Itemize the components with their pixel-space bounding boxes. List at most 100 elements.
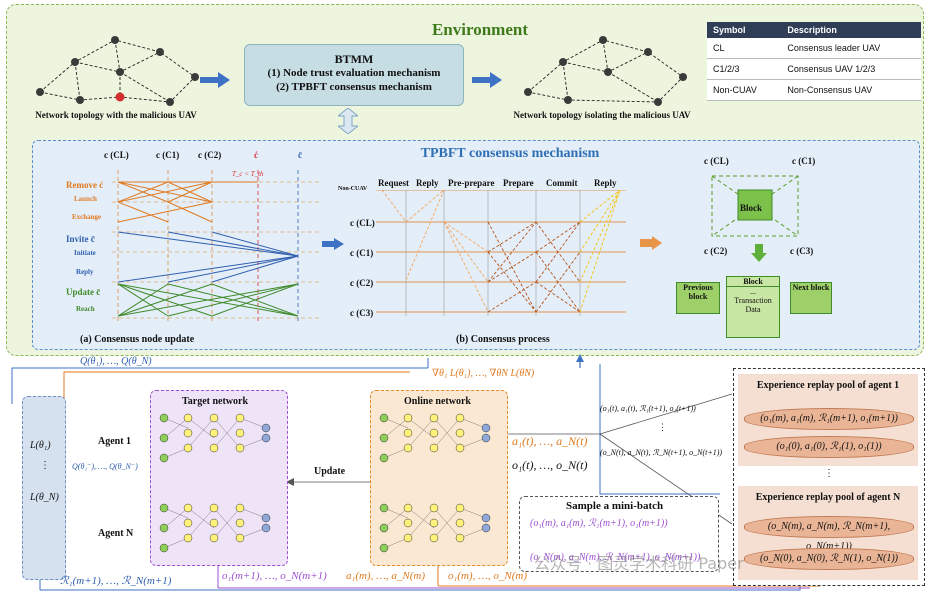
caption-consensus: (b) Consensus process <box>456 334 550 345</box>
block-header: Block <box>727 277 779 287</box>
mini-batch-box <box>519 496 719 572</box>
cell: C1/2/3 <box>707 58 782 80</box>
arrow-right-icon <box>200 72 230 88</box>
arrow-right-icon <box>640 236 662 250</box>
row-cl: c (CL) <box>350 218 375 228</box>
caption-malicious: Network topology with the malicious UAV <box>35 110 197 120</box>
poolN-bottom-disk: (o_N(0), a_N(0), ℛ_N(1), o_N(1)) <box>744 548 914 570</box>
watermark: 公众号 · 图灵学术科研 Paper <box>534 554 744 573</box>
topology-isolated-graph <box>524 36 687 106</box>
target-network-box <box>150 390 288 566</box>
row-c3: c (C3) <box>350 308 374 318</box>
phase-reply2: Reply <box>594 178 617 188</box>
btmm-line1: (1) Node trust evaluation mechanism <box>267 67 441 79</box>
poolN-top-disk: (o_N(m), a_N(m), ℛ_N(m+1), o_N(m+1)) <box>744 516 914 552</box>
phase-preprepare: Pre-prepare <box>448 178 495 188</box>
cell: Non-CUAV <box>707 79 782 101</box>
row-c1: c (C1) <box>350 248 374 258</box>
transition-dots: ⋮ <box>658 422 667 432</box>
caption-node-update: (a) Consensus node update <box>80 334 195 345</box>
block-label: Block <box>740 203 763 213</box>
node-malicious-label: ć <box>254 150 258 160</box>
sampled-observations-label: o₁(m), …, o_N(m) <box>448 570 527 582</box>
arrow-right-icon <box>472 72 502 88</box>
btmm-title: BTMM <box>334 52 374 66</box>
symbol-header: Symbol <box>707 22 782 38</box>
pool-dots: ⋮ <box>824 468 834 479</box>
chain-node-c3: c (C3) <box>790 246 814 256</box>
cell: CL <box>707 38 782 59</box>
phase-remove: Remove ć <box>66 180 104 190</box>
agentN-label: Agent N <box>98 528 134 539</box>
q-values-label: Q(θ₁), …, Q(θ_N) <box>80 356 152 367</box>
online-network-box <box>370 390 508 566</box>
replay-pool-agent1: Experience replay pool of agent 1 (o₁(m)… <box>738 374 918 466</box>
replay-pool-agentN: Experience replay pool of agent N (o_N(m… <box>738 486 918 580</box>
loss-agent1: L(θ₁) <box>30 440 51 451</box>
phase-request: Request <box>378 178 409 188</box>
phase-invite: Invite c̄ <box>66 234 95 244</box>
row-non-cuav: Non-CUAV <box>338 186 368 192</box>
transition-agent1: (o₁(t), a₁(t), ℛ₁(t+1), o₁(t+1)) <box>600 404 696 413</box>
consensus-process-diagram <box>376 190 626 316</box>
target-network-title: Target network <box>182 396 249 407</box>
cell: Consensus leader UAV <box>781 38 921 59</box>
node-c2-label: c (C2) <box>198 150 222 160</box>
transaction-data: Transaction Data <box>734 296 772 314</box>
caption-isolated: Network topology isolating the malicious… <box>513 110 691 120</box>
gradient-label: ∇θ₁ L(θ₁), …, ∇θN L(θN) <box>432 368 535 379</box>
description-header: Description <box>781 22 921 38</box>
phase-exchange: Exchange <box>72 213 102 221</box>
pool1-title: Experience replay pool of agent 1 <box>756 380 900 391</box>
double-arrow-icon <box>338 108 358 134</box>
topology-malicious-graph <box>36 36 199 106</box>
tpbft-title: TPBFT consensus mechanism <box>420 146 600 161</box>
loss-agentN: L(θ_N) <box>30 492 59 503</box>
arrow-down-icon <box>751 244 767 262</box>
chain-network-diagram <box>711 175 799 237</box>
table-row: Non-CUAV Non-Consensus UAV <box>707 79 921 101</box>
chain-node-cl: c (CL) <box>704 156 729 166</box>
btmm-box: BTMM (1) Node trust evaluation mechanism… <box>244 44 464 106</box>
phase-update: Update c̄ <box>66 287 101 297</box>
phase-reply1: Reply <box>416 178 439 188</box>
pool1-top-disk: (o₁(m), a₁(m), ℛ₁(m+1), o₁(m+1)) <box>744 408 914 430</box>
online-network-title: Online network <box>404 396 471 407</box>
phase-initiate: Initiate <box>74 249 96 257</box>
agent1-label: Agent 1 <box>98 436 132 447</box>
target-q-label: Q(θ₁⁻), …, Q(θ_N⁻) <box>72 462 138 471</box>
rewards-label: ℛ₁(m+1), …, ℛ_N(m+1) <box>60 575 172 587</box>
table-row: C1/2/3 Consensus UAV 1/2/3 <box>707 58 921 80</box>
chain-node-c1: c (C1) <box>792 156 816 166</box>
previous-block: Previous block <box>676 282 720 314</box>
btmm-line2: (2) TPBFT consensus mechanism <box>276 81 432 93</box>
online-network-graph <box>379 413 491 553</box>
threshold-label: T_c < T_th <box>232 170 264 178</box>
phase-reply: Reply <box>76 268 94 276</box>
loss-box <box>22 396 66 580</box>
transition-agentN: (o_N(t), a_N(t), ℛ_N(t+1), o_N(t+1)) <box>600 448 723 457</box>
phase-launch: Launch <box>74 195 97 203</box>
environment-title: Environment <box>431 20 529 39</box>
observations-label: o₁(t), …, o_N(t) <box>512 458 588 472</box>
cell: Non-Consensus UAV <box>781 79 921 101</box>
current-block: Block ... Transaction Data <box>726 276 780 338</box>
symbol-table: Symbol Description CL Consensus leader U… <box>707 22 921 101</box>
loss-dots: ⋮ <box>40 460 50 471</box>
next-observations-label: o₁(m+1), …, o_N(m+1) <box>222 570 327 582</box>
poolN-title: Experience replay pool of agent N <box>755 492 901 503</box>
cell: Consensus UAV 1/2/3 <box>781 58 921 80</box>
phase-prepare: Prepare <box>503 178 534 188</box>
block-dots: ... <box>750 287 756 296</box>
sample-agentN: (o_N(m), a_N(m), ℛ_N(m+1), o_N(m+1)) <box>530 552 701 563</box>
malicious-uav-icon <box>115 92 125 102</box>
arrow-right-icon <box>322 238 344 250</box>
node-new-label: c̄ <box>298 150 302 160</box>
actions-label: a₁(t), …, a_N(t) <box>512 434 588 448</box>
node-c1-label: c (C1) <box>156 150 180 160</box>
pool1-bottom-disk: (o₁(0), a₁(0), ℛ₁(1), o₁(1)) <box>744 436 914 458</box>
node-update-diagram <box>112 170 322 322</box>
node-cl-label: c (CL) <box>104 150 129 160</box>
phase-reach: Reach <box>76 305 95 313</box>
table-row: CL Consensus leader UAV <box>707 38 921 59</box>
